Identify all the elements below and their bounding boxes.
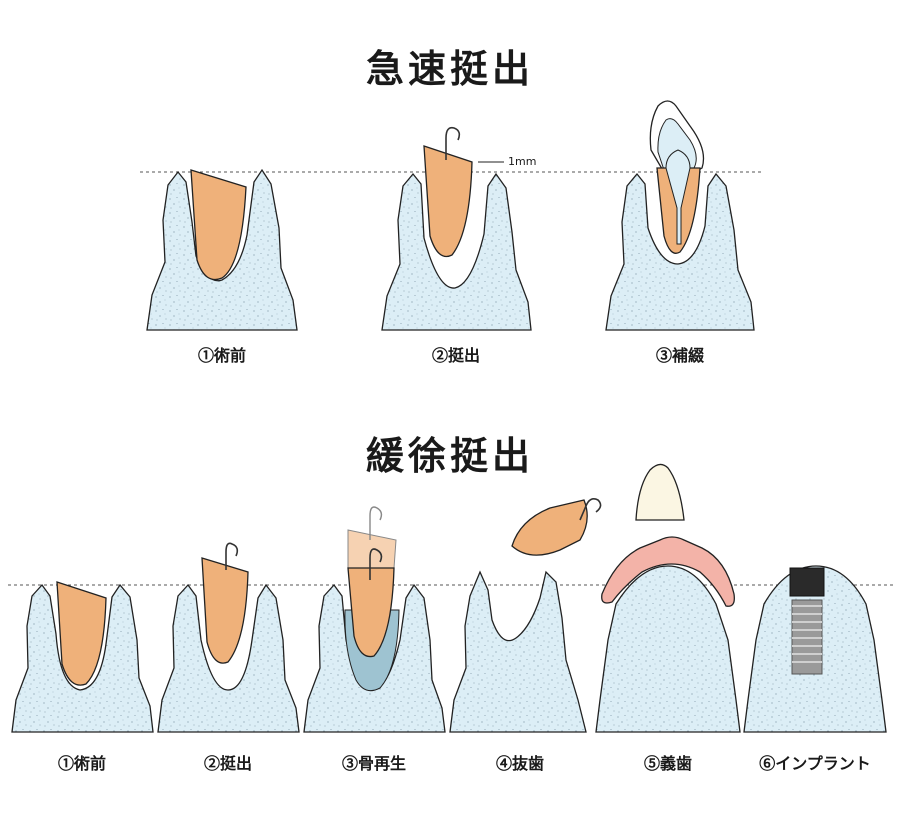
slow-step-caption-4: ④抜歯 (440, 750, 600, 774)
slow-step-caption-5: ⑤義歯 (588, 750, 748, 774)
root (424, 146, 472, 256)
extracted-root (512, 500, 587, 555)
measure-label: 1mm (508, 155, 536, 168)
slow-step6-illustration (744, 566, 886, 732)
slow-step5-illustration (596, 464, 740, 732)
slow-step1-illustration (12, 582, 153, 732)
rapid-step-caption-1: ①術前 (142, 342, 302, 366)
slow-step3-illustration (304, 507, 445, 732)
slow-step4-illustration (450, 499, 601, 732)
rapid-step-caption-3: ③補綴 (600, 342, 760, 366)
root (202, 558, 248, 663)
implant-fixture (792, 600, 822, 674)
slow-extrusion-title: 緩徐挺出 (0, 425, 900, 480)
rapid-step3-illustration (606, 101, 754, 330)
bone (450, 572, 586, 732)
root (57, 582, 106, 685)
rapid-extrusion-title: 急速挺出 (0, 38, 900, 93)
slow-step-caption-1: ①術前 (2, 750, 162, 774)
implant-abutment (790, 568, 824, 596)
slow-step-caption-6: ⑥インプラント (735, 750, 895, 774)
slow-step-caption-2: ②挺出 (148, 750, 308, 774)
rapid-step1-illustration (147, 170, 297, 330)
slow-step-caption-3: ③骨再生 (294, 750, 454, 774)
rapid-step-caption-2: ②挺出 (376, 342, 536, 366)
slow-step2-illustration (158, 543, 299, 732)
